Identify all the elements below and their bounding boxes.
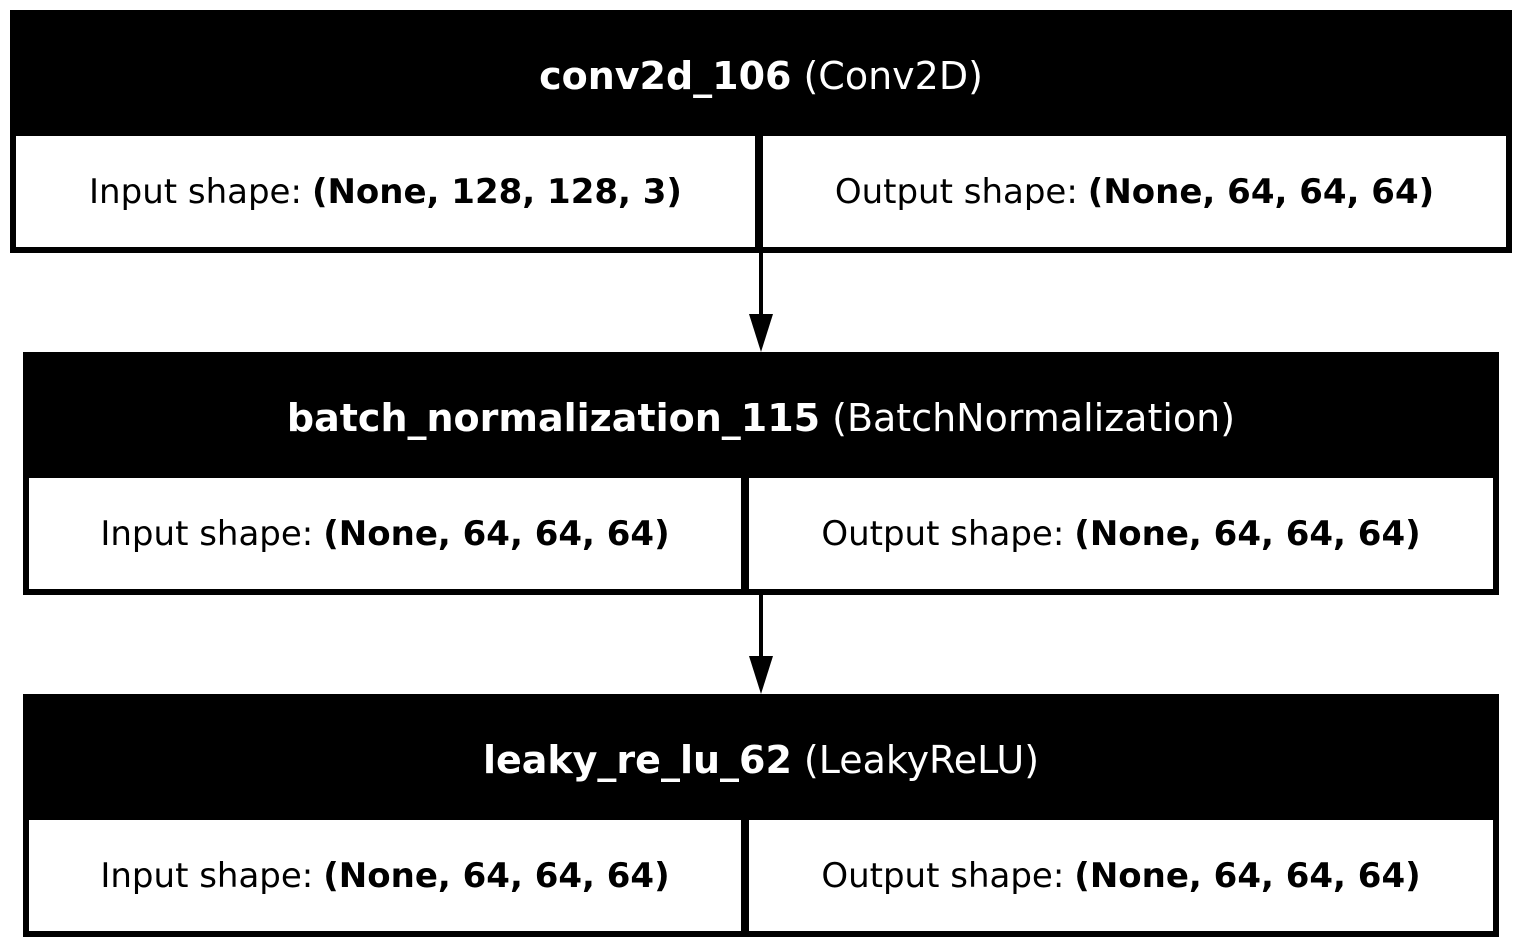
layer-header: batch_normalization_115 (BatchNormalizat… (29, 358, 1493, 478)
output-shape-value: (None, 64, 64, 64) (1087, 171, 1435, 212)
output-shape-label: Output shape: (821, 513, 1065, 554)
input-shape-cell: Input shape: (None, 64, 64, 64) (29, 820, 741, 931)
input-shape-label: Input shape: (100, 855, 314, 896)
output-shape-cell: Output shape: (None, 64, 64, 64) (749, 478, 1493, 589)
input-shape-cell: Input shape: (None, 128, 128, 3) (16, 136, 755, 247)
input-shape-label: Input shape: (89, 171, 302, 212)
layer-type: (LeakyReLU) (803, 738, 1040, 782)
layer-name: leaky_re_lu_62 (482, 738, 792, 782)
layer-name: conv2d_106 (539, 54, 792, 98)
edge-batchnorm-to-leakyrelu (749, 595, 773, 694)
layer-header: conv2d_106 (Conv2D) (16, 16, 1506, 136)
input-shape-value: (None, 128, 128, 3) (311, 171, 682, 212)
arrowhead-icon (749, 656, 773, 694)
arrowhead-icon (749, 314, 773, 352)
output-shape-label: Output shape: (821, 855, 1065, 896)
layer-name: batch_normalization_115 (286, 396, 821, 440)
edge-conv2d-to-batchnorm (749, 253, 773, 352)
layer-node-conv2d: conv2d_106 (Conv2D) Input shape: (None, … (10, 10, 1512, 253)
output-shape-cell: Output shape: (None, 64, 64, 64) (749, 820, 1493, 931)
output-shape-label: Output shape: (834, 171, 1078, 212)
output-shape-value: (None, 64, 64, 64) (1074, 855, 1421, 896)
layer-node-leaky-relu: leaky_re_lu_62 (LeakyReLU) Input shape: … (23, 694, 1499, 937)
input-shape-value: (None, 64, 64, 64) (323, 513, 670, 554)
layer-header: leaky_re_lu_62 (LeakyReLU) (29, 700, 1493, 820)
layer-type: (BatchNormalization) (832, 396, 1236, 440)
input-shape-value: (None, 64, 64, 64) (323, 855, 670, 896)
output-shape-cell: Output shape: (None, 64, 64, 64) (763, 136, 1506, 247)
layer-type: (Conv2D) (803, 54, 983, 98)
input-shape-label: Input shape: (100, 513, 314, 554)
output-shape-value: (None, 64, 64, 64) (1074, 513, 1421, 554)
layer-node-batch-normalization: batch_normalization_115 (BatchNormalizat… (23, 352, 1499, 595)
input-shape-cell: Input shape: (None, 64, 64, 64) (29, 478, 741, 589)
